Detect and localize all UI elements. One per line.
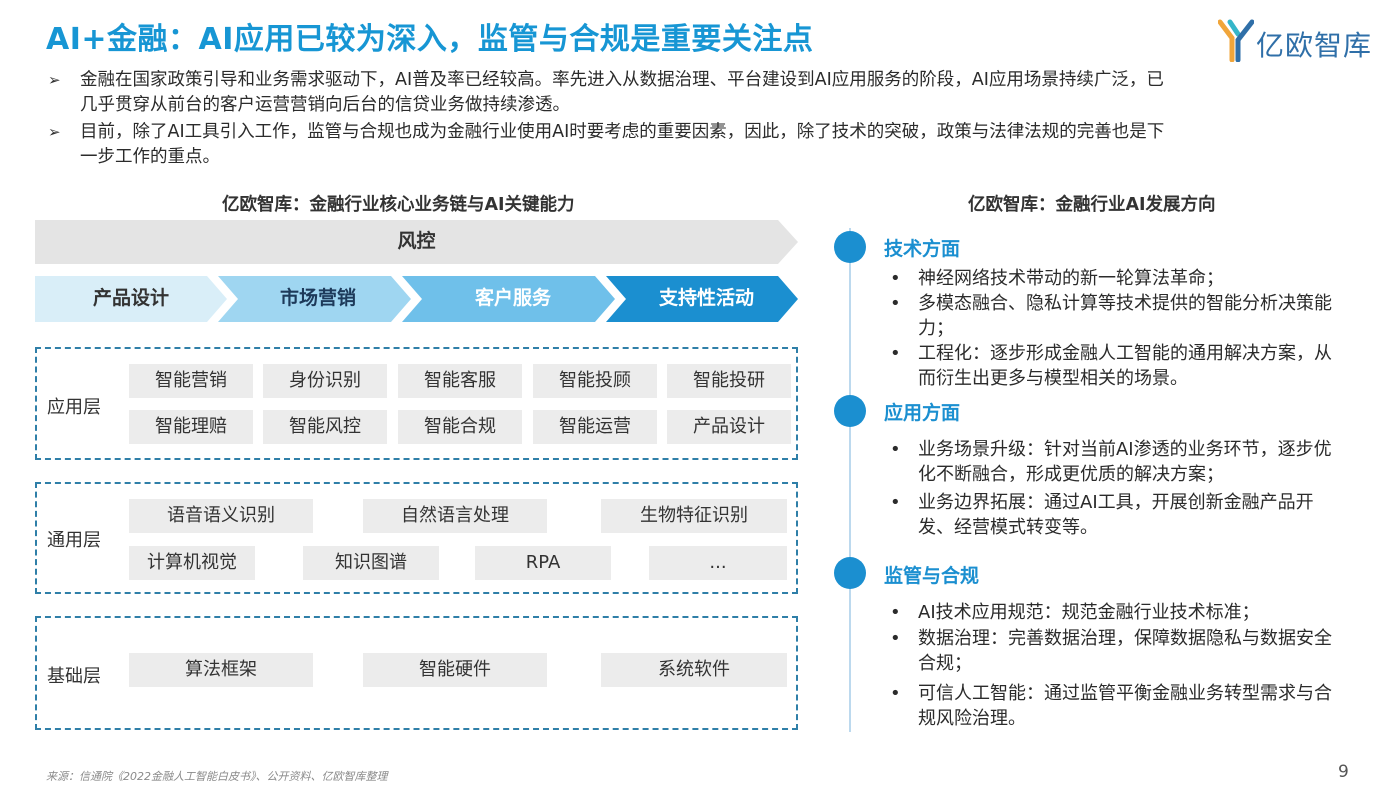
risk-control-banner: 风控 — [35, 220, 798, 264]
timeline-dot — [834, 395, 866, 427]
direction-item-text: 数据治理：完善数据治理，保障数据隐私与数据安全合规； — [918, 628, 1332, 674]
direction-item: • 业务场景升级：针对当前AI渗透的业务环节，逐步优化不断融合，形成更优质的解决… — [890, 437, 1340, 487]
bullet-text-line: 一步工作的重点。 — [80, 147, 220, 167]
capability-cell: 算法框架 — [129, 653, 313, 687]
arrow-bullet-icon: ➢ — [48, 71, 61, 89]
capability-cell: ... — [649, 546, 787, 580]
arrow-bullet-icon: ➢ — [48, 123, 61, 141]
bullet-text-line: 金融在国家政策引导和业务需求驱动下，AI普及率已经较高。率先进入从数据治理、平台… — [80, 70, 1164, 90]
bullet-dot-icon: • — [890, 268, 901, 289]
base-layer-box: 基础层 算法框架 智能硬件 系统软件 — [35, 616, 798, 730]
chevron-support — [606, 276, 798, 322]
direction-heading: 监管与合规 — [884, 565, 980, 587]
timeline-dot — [834, 231, 866, 263]
bullet-dot-icon: • — [890, 628, 901, 649]
logo-text: 亿欧智库 — [1256, 29, 1373, 62]
direction-item-text: 工程化：逐步形成金融人工智能的通用解决方案，从而衍生出更多与模型相关的场景。 — [918, 343, 1332, 389]
direction-item: • AI技术应用规范：规范金融行业技术标准； — [890, 600, 1340, 625]
capability-cell: 智能合规 — [398, 410, 522, 444]
capability-cell: 智能营销 — [129, 364, 253, 398]
direction-item-text: 业务边界拓展：通过AI工具，开展创新金融产品开发、经营模式转变等。 — [918, 492, 1314, 538]
capability-cell: 智能硬件 — [363, 653, 547, 687]
bullet-dot-icon: • — [890, 343, 901, 364]
chain-label: 客户服务 — [474, 287, 551, 309]
intro-bullet: ➢ 金融在国家政策引导和业务需求驱动下，AI普及率已经较高。率先进入从数据治理、… — [46, 68, 1356, 118]
direction-item-text: 多模态融合、隐私计算等技术提供的智能分析决策能力； — [918, 293, 1332, 339]
layer-name: 通用层 — [47, 530, 101, 551]
direction-item: • 神经网络技术带动的新一轮算法革命； — [890, 266, 1340, 291]
capability-cell: 生物特征识别 — [601, 499, 787, 533]
direction-item-text: 神经网络技术带动的新一轮算法革命； — [918, 268, 1224, 289]
yiou-logo-icon — [1218, 19, 1254, 62]
bullet-text-line: 目前，除了AI工具引入工作，监管与合规也成为金融行业使用AI时要考虑的重要因素，… — [80, 122, 1165, 142]
capability-cell: 智能客服 — [398, 364, 522, 398]
chain-label: 产品设计 — [92, 287, 169, 309]
capability-cell: RPA — [475, 546, 611, 580]
general-layer-box: 通用层 语音语义识别 自然语言处理 生物特征识别 计算机视觉 知识图谱 RPA … — [35, 482, 798, 594]
timeline-line — [849, 228, 851, 732]
bullet-text-line: 几乎贯穿从前台的客户运营营销向后台的信贷业务做持续渗透。 — [80, 95, 570, 115]
application-layer-box: 应用层 智能营销 身份识别 智能客服 智能投顾 智能投研 智能理赔 智能风控 智… — [35, 347, 798, 460]
timeline-dot — [834, 557, 866, 589]
chevron-product-design — [35, 276, 227, 322]
intro-bullet: ➢ 目前，除了AI工具引入工作，监管与合规也成为金融行业使用AI时要考虑的重要因… — [46, 120, 1356, 170]
capability-cell: 计算机视觉 — [129, 546, 255, 580]
capability-cell: 智能风控 — [263, 410, 387, 444]
capability-cell: 自然语言处理 — [363, 499, 547, 533]
bullet-dot-icon: • — [890, 439, 901, 460]
capability-cell: 智能运营 — [533, 410, 657, 444]
direction-heading: 应用方面 — [884, 402, 961, 424]
capability-cell: 身份识别 — [263, 364, 387, 398]
banner-arrow-shape — [35, 220, 798, 264]
direction-item: • 业务边界拓展：通过AI工具，开展创新金融产品开发、经营模式转变等。 — [890, 490, 1340, 540]
capability-cell: 系统软件 — [601, 653, 787, 687]
page-title: AI+金融：AI应用已较为深入，监管与合规是重要关注点 — [46, 22, 814, 57]
capability-cell: 智能投顾 — [533, 364, 657, 398]
direction-heading: 技术方面 — [884, 238, 961, 260]
direction-item-text: 业务场景升级：针对当前AI渗透的业务环节，逐步优化不断融合，形成更优质的解决方案… — [918, 439, 1332, 485]
bullet-dot-icon: • — [890, 683, 901, 704]
direction-item: • 数据治理：完善数据治理，保障数据隐私与数据安全合规； — [890, 626, 1340, 676]
page-number: 9 — [1338, 762, 1349, 782]
capability-cell: 智能投研 — [667, 364, 791, 398]
right-panel-title: 亿欧智库：金融行业AI发展方向 — [968, 195, 1216, 215]
capability-cell: 产品设计 — [667, 410, 791, 444]
capability-cell: 智能理赔 — [129, 410, 253, 444]
bullet-dot-icon: • — [890, 602, 901, 623]
chevron-marketing — [218, 276, 411, 322]
source-note: 来源：信通院《2022金融人工智能白皮书》、公开资料、亿欧智库整理 — [46, 770, 388, 783]
layer-name: 基础层 — [47, 666, 101, 687]
direction-item-text: 可信人工智能：通过监管平衡金融业务转型需求与合规风险治理。 — [918, 683, 1332, 729]
capability-cell: 知识图谱 — [303, 546, 439, 580]
layer-name: 应用层 — [47, 397, 101, 418]
brand-logo: 亿欧智库 — [1218, 18, 1378, 64]
chain-label: 支持性活动 — [658, 287, 754, 309]
direction-item: • 可信人工智能：通过监管平衡金融业务转型需求与合规风险治理。 — [890, 681, 1340, 731]
direction-item-text: AI技术应用规范：规范金融行业技术标准； — [918, 602, 1260, 623]
intro-bullets: ➢ 金融在国家政策引导和业务需求驱动下，AI普及率已经较高。率先进入从数据治理、… — [46, 68, 1356, 172]
capability-cell: 语音语义识别 — [129, 499, 313, 533]
direction-item: • 多模态融合、隐私计算等技术提供的智能分析决策能力； — [890, 291, 1340, 341]
chevron-customer-service — [402, 276, 615, 322]
chain-chevrons — [35, 276, 798, 322]
chain-label: 市场营销 — [279, 287, 356, 309]
banner-label: 风控 — [397, 230, 436, 252]
bullet-dot-icon: • — [890, 492, 901, 513]
bullet-dot-icon: • — [890, 293, 901, 314]
left-chart-title: 亿欧智库：金融行业核心业务链与AI关键能力 — [222, 195, 575, 215]
direction-item: • 工程化：逐步形成金融人工智能的通用解决方案，从而衍生出更多与模型相关的场景。 — [890, 341, 1340, 391]
business-chain: 产品设计 市场营销 客户服务 支持性活动 — [35, 276, 798, 322]
